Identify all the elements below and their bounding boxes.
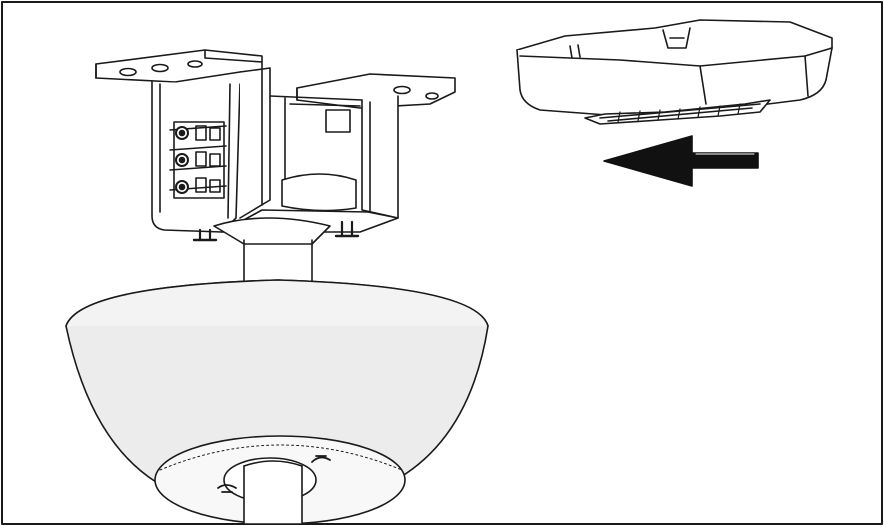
downrod-upper-icon xyxy=(213,217,331,283)
wire-terminal-block-icon xyxy=(169,121,227,199)
left-arrow-icon xyxy=(603,135,759,187)
mounting-bracket-icon xyxy=(95,49,456,242)
downrod-pipe-icon xyxy=(243,460,303,525)
receiver-module-icon xyxy=(516,19,833,125)
